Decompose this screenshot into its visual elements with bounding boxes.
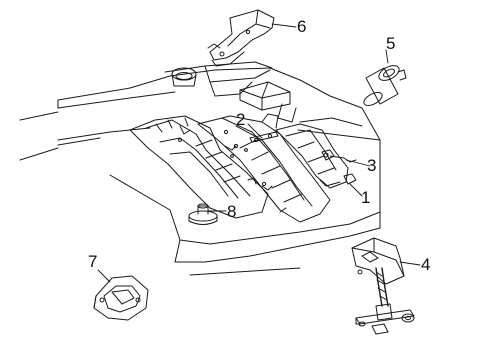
bracket-part-6: [207, 9, 275, 67]
hoist-part-4: [351, 237, 415, 335]
callout-3: 3: [367, 156, 377, 175]
callout-1: 1: [361, 188, 371, 207]
callout-7: 7: [88, 252, 98, 271]
leader-lines: [97, 23, 421, 283]
frame-floor-assembly: [19, 61, 381, 276]
sleeve-part-5: [363, 65, 407, 106]
plug-part-8: [188, 203, 218, 225]
callout-8: 8: [227, 202, 237, 221]
callout-2: 2: [236, 110, 246, 129]
pad-part-7: [93, 275, 149, 321]
callout-4: 4: [421, 255, 431, 274]
callout-6: 6: [297, 17, 307, 36]
callout-5: 5: [386, 34, 396, 53]
